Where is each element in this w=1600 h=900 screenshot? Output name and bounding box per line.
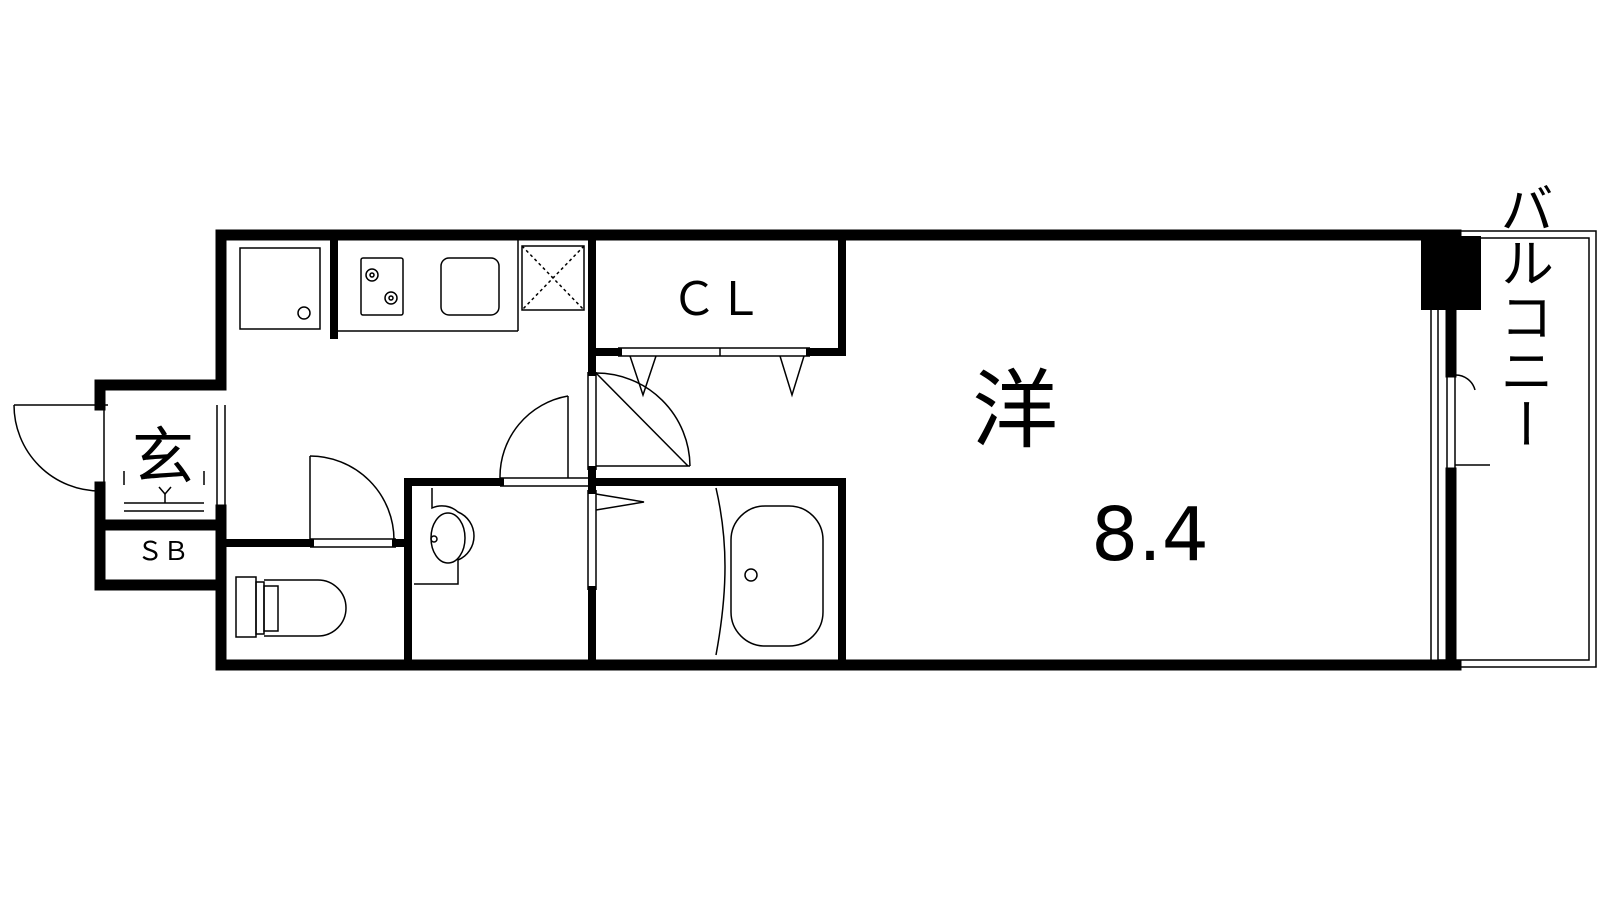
- structural-pillar: [1421, 236, 1481, 310]
- fixtures: [123, 240, 824, 656]
- toilet-tank-icon: [235, 576, 257, 638]
- doors: [13, 355, 1490, 541]
- entrance-label: 玄: [132, 420, 194, 493]
- toilet-bowl-icon: [264, 579, 347, 637]
- interior-walls: [222, 236, 846, 669]
- balcony-label: バルコニー: [1491, 181, 1554, 451]
- western-room-label: 洋: [972, 361, 1058, 461]
- thin-wall-lines: [216, 347, 1456, 590]
- shoe-box-label: ＳＢ: [137, 537, 189, 567]
- kitchen-sink-icon: [440, 257, 500, 316]
- outer-walls: [94, 229, 1462, 671]
- stove-icon: [360, 257, 404, 316]
- closet-label: ＣＬ: [671, 272, 763, 326]
- bathtub-icon: [715, 487, 726, 656]
- refrigerator-space: [239, 247, 321, 330]
- balcony-area: [1430, 230, 1597, 668]
- washer-pan-icon: [521, 245, 585, 311]
- western-room-size: 8.4: [1091, 492, 1209, 578]
